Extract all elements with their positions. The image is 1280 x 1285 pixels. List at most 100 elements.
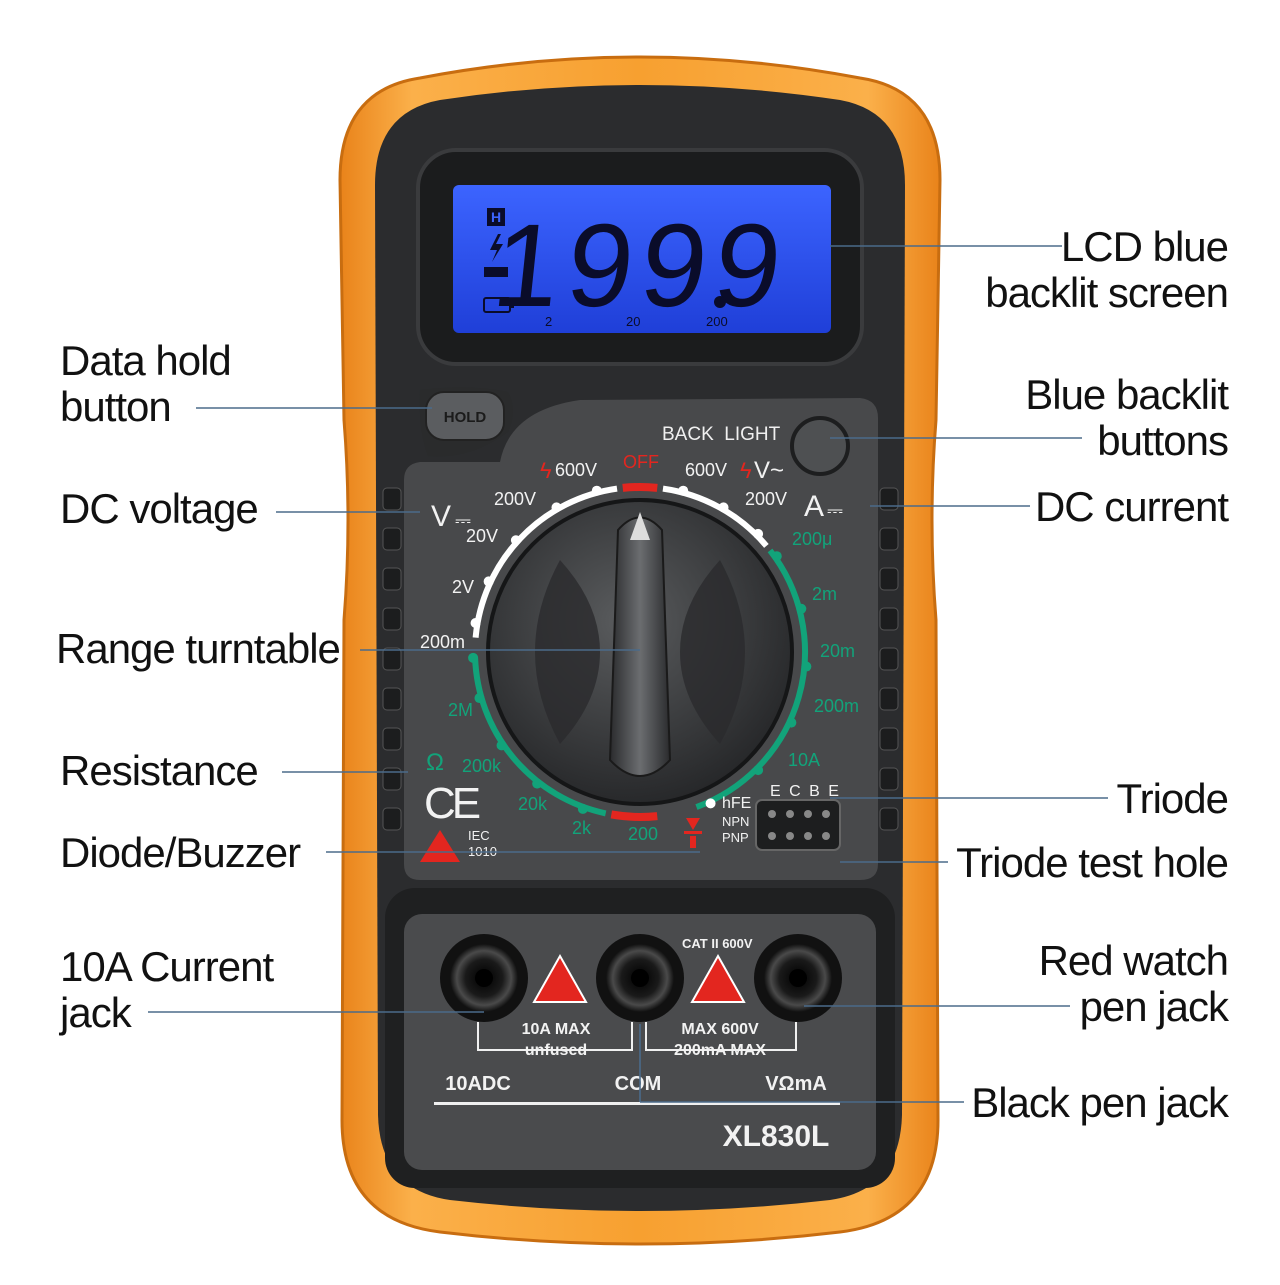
dial-position-dot bbox=[532, 778, 543, 789]
callout-dc-voltage: DC voltage bbox=[60, 485, 259, 532]
dial-position-dot bbox=[483, 576, 494, 587]
svg-text:unfused: unfused bbox=[525, 1042, 587, 1059]
svg-text:MAX 600V: MAX 600V bbox=[681, 1021, 759, 1038]
hold-button[interactable] bbox=[425, 391, 505, 441]
lcd-indicators: H bbox=[483, 208, 514, 313]
callout-red-pen-line-2: pen jack bbox=[1079, 983, 1229, 1030]
svg-text:20k: 20k bbox=[518, 794, 548, 814]
svg-text:10A: 10A bbox=[788, 750, 820, 770]
svg-text:ϟ: ϟ bbox=[540, 458, 552, 483]
callout-triode-test-hole: Triode test hole bbox=[956, 839, 1229, 886]
triode-test-socket[interactable] bbox=[755, 799, 841, 851]
svg-text:600V: 600V bbox=[685, 460, 727, 480]
svg-text:A: A bbox=[804, 490, 824, 523]
lcd-screen bbox=[453, 185, 831, 333]
svg-text:2: 2 bbox=[545, 314, 552, 329]
callout-dc-current: DC current bbox=[1034, 483, 1229, 530]
dial-arc bbox=[610, 810, 658, 821]
triode-socket-holes bbox=[768, 810, 830, 840]
callout-range-turntable: Range turntable bbox=[56, 625, 341, 672]
callout-backlight-line-2: buttons bbox=[1097, 417, 1229, 464]
dial-position-dot bbox=[468, 652, 479, 663]
dial-arc bbox=[695, 548, 808, 810]
backlight-button[interactable] bbox=[790, 416, 850, 476]
dial-position-dot bbox=[470, 618, 481, 629]
svg-text:VΩmA: VΩmA bbox=[765, 1073, 827, 1095]
jack-brackets bbox=[477, 1022, 797, 1051]
callout-data-hold: Data hold button bbox=[60, 337, 232, 430]
svg-text:200k: 200k bbox=[462, 756, 502, 776]
knob-grip-left bbox=[535, 560, 600, 744]
svg-text:V: V bbox=[431, 500, 451, 533]
jack-underline bbox=[434, 1102, 840, 1105]
ce-mark: CE bbox=[424, 779, 480, 828]
dial-position-dot bbox=[551, 502, 562, 513]
backlight-label: BACK LIGHT bbox=[662, 424, 781, 445]
dial-position-dot bbox=[510, 535, 521, 546]
dial-position-dot bbox=[796, 603, 807, 614]
svg-text:Ω: Ω bbox=[426, 749, 444, 776]
jack-10a[interactable] bbox=[440, 934, 528, 1022]
callout-resistance: Resistance bbox=[60, 747, 259, 794]
cat-rating: CAT II 600V bbox=[682, 936, 753, 951]
svg-text:20: 20 bbox=[626, 314, 640, 329]
lcd-reading: 1999 bbox=[487, 200, 795, 332]
knob-pointer-arrow bbox=[630, 512, 650, 540]
dial-position-dot bbox=[786, 717, 797, 728]
svg-text:200V: 200V bbox=[494, 489, 536, 509]
svg-text:200V: 200V bbox=[745, 489, 787, 509]
dial-position-dot bbox=[591, 485, 602, 496]
svg-text:2k: 2k bbox=[572, 818, 592, 838]
svg-text:200m: 200m bbox=[420, 632, 465, 652]
svg-text:20V: 20V bbox=[466, 526, 498, 546]
svg-text:⎓: ⎓ bbox=[455, 510, 471, 532]
callout-10a-line-2: jack bbox=[60, 989, 132, 1036]
svg-text:2m: 2m bbox=[812, 584, 837, 604]
dial-position-dot bbox=[771, 551, 782, 562]
callout-data-hold-line-2: button bbox=[60, 383, 172, 430]
knob-pointer-handle bbox=[608, 516, 672, 777]
callout-data-hold-line-1: Data hold bbox=[60, 337, 232, 384]
svg-text:E C B E: E C B E bbox=[770, 783, 841, 800]
svg-text:hFE: hFE bbox=[722, 795, 751, 812]
callout-lcd-line-2: backlit screen bbox=[985, 269, 1229, 316]
dial-position-dot bbox=[474, 693, 485, 704]
callout-lcd-line-1: LCD blue bbox=[1060, 223, 1229, 270]
jack-com[interactable] bbox=[596, 934, 684, 1022]
dial-labels: V ⎓ A ⎓ V~ ϟ ϟ 600V OFF 600V 200V 200V 2… bbox=[420, 452, 859, 845]
dial-position-dot bbox=[753, 528, 764, 539]
dial-position-dot bbox=[705, 798, 716, 809]
callout-10a-line-1: 10A Current bbox=[60, 943, 274, 990]
svg-text:200mA MAX: 200mA MAX bbox=[674, 1042, 766, 1059]
svg-text:10ADC: 10ADC bbox=[445, 1073, 511, 1095]
jack-warning-icons bbox=[532, 953, 746, 1003]
jack-names: 10ADC COM VΩmA bbox=[445, 1073, 827, 1095]
svg-text:ϟ: ϟ bbox=[740, 458, 752, 483]
svg-text:200: 200 bbox=[706, 314, 728, 329]
svg-text:200m: 200m bbox=[814, 696, 859, 716]
callout-black-pen-jack: Black pen jack bbox=[971, 1079, 1229, 1126]
dial-arc bbox=[472, 657, 607, 817]
jack-vohm[interactable] bbox=[754, 934, 842, 1022]
callout-lcd-screen: LCD blue backlit screen bbox=[985, 223, 1229, 316]
knob-grip-right bbox=[680, 560, 745, 744]
jack-limits: 10A MAX unfused MAX 600V 200mA MAX bbox=[522, 1021, 767, 1059]
dial-position-dot bbox=[718, 502, 729, 513]
svg-text:COM: COM bbox=[615, 1073, 662, 1095]
dial-position-dot bbox=[753, 765, 764, 776]
dial-position-dot bbox=[801, 661, 812, 672]
callout-10a-jack: 10A Current jack bbox=[60, 943, 274, 1036]
iec-label: IEC bbox=[468, 828, 490, 843]
svg-text:2V: 2V bbox=[452, 577, 474, 597]
callout-red-pen-jack: Red watch pen jack bbox=[1039, 938, 1229, 1030]
callout-backlight-buttons: Blue backlit buttons bbox=[1025, 371, 1229, 464]
svg-text:OFF: OFF bbox=[623, 452, 659, 472]
svg-text:2M: 2M bbox=[448, 700, 473, 720]
callout-backlight-line-1: Blue backlit bbox=[1025, 371, 1229, 418]
side-grip-ribs bbox=[382, 487, 899, 831]
callout-diode-buzzer: Diode/Buzzer bbox=[60, 829, 301, 876]
dial-position-dot bbox=[678, 485, 689, 496]
svg-text:200μ: 200μ bbox=[792, 529, 832, 549]
